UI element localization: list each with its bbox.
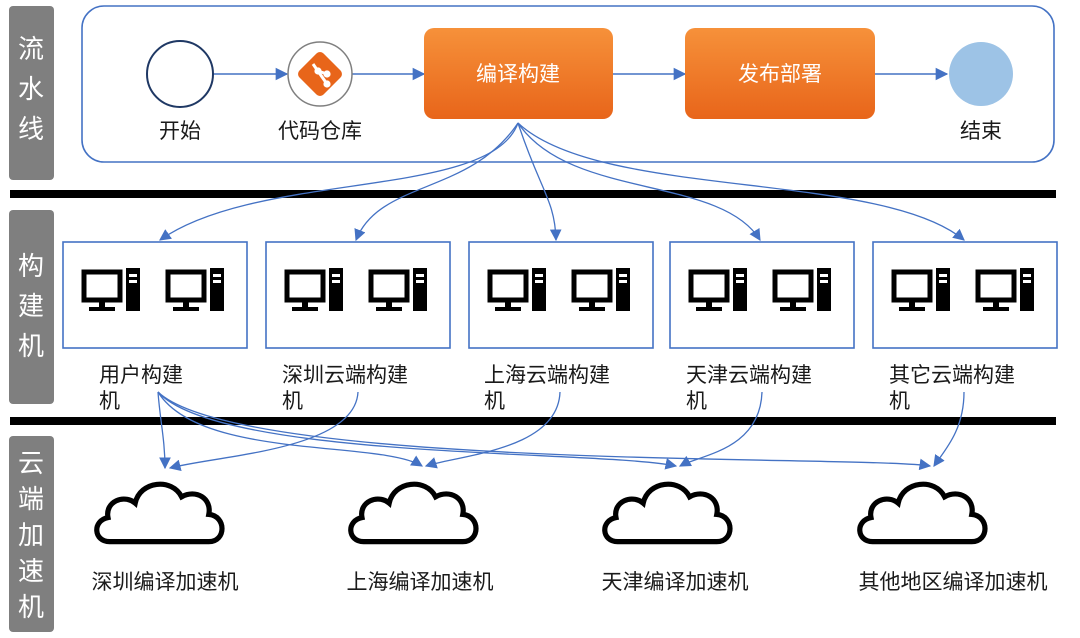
builder-label: 上海云端构建 (484, 363, 610, 387)
builder-label: 机 (282, 389, 303, 413)
accelerator-label: 上海编译加速机 (347, 570, 494, 594)
build-step (424, 28, 613, 119)
builder-label: 天津云端构建 (686, 363, 812, 387)
cloud-icon (860, 484, 985, 541)
end-node (949, 42, 1013, 106)
section-builders-char: 机 (18, 332, 44, 362)
builder-label: 用户构建 (99, 363, 183, 387)
dispatch-arrows (159, 122, 965, 242)
start-node (146, 40, 214, 108)
builder-card (872, 241, 1058, 349)
section-pipeline-char: 水 (18, 75, 44, 105)
divider-top (10, 190, 1056, 198)
end-label: 结束 (960, 119, 1002, 143)
section-accelerators: 云 端 加 速 机 (9, 436, 54, 632)
cloud-icon (351, 484, 476, 541)
builder-card (265, 241, 451, 349)
section-accelerators-char: 云 (18, 449, 44, 479)
repo-label: 代码仓库 (278, 119, 362, 143)
divider-bottom (10, 417, 1056, 425)
section-accelerators-char: 端 (18, 485, 44, 515)
section-builders: 构 建 机 (9, 210, 54, 404)
section-builders-char: 构 (18, 252, 44, 282)
section-accelerators-char: 加 (18, 521, 44, 551)
builder-label: 机 (889, 389, 910, 413)
builder-card (62, 241, 248, 349)
builder-card (468, 241, 654, 349)
cloud-icon (605, 484, 730, 541)
build-step-label: 编译构建 (476, 62, 560, 86)
builder-label: 机 (99, 389, 120, 413)
cloud-icon (97, 484, 222, 541)
deploy-step-label: 发布部署 (738, 62, 822, 86)
section-pipeline-char: 流 (18, 35, 44, 65)
accelerator-label: 天津编译加速机 (602, 570, 749, 594)
accelerator-label: 其他地区编译加速机 (859, 570, 1048, 594)
accelerator-label: 深圳编译加速机 (92, 570, 239, 594)
builder-label: 其它云端构建 (889, 363, 1015, 387)
section-accelerators-char: 机 (18, 593, 44, 623)
repo-node (287, 41, 353, 107)
section-pipeline: 流 水 线 (9, 6, 54, 180)
section-accelerators-char: 速 (18, 557, 44, 587)
git-icon (298, 52, 342, 96)
accelerate-arrows (157, 391, 965, 472)
deploy-step (685, 28, 875, 119)
builder-label: 机 (686, 389, 707, 413)
builder-label: 深圳云端构建 (282, 363, 408, 387)
section-builders-char: 建 (18, 292, 44, 322)
builder-label: 机 (484, 389, 505, 413)
builder-card (669, 241, 855, 349)
start-label: 开始 (159, 119, 201, 143)
pipeline-panel (81, 5, 1055, 163)
section-pipeline-char: 线 (18, 115, 44, 145)
